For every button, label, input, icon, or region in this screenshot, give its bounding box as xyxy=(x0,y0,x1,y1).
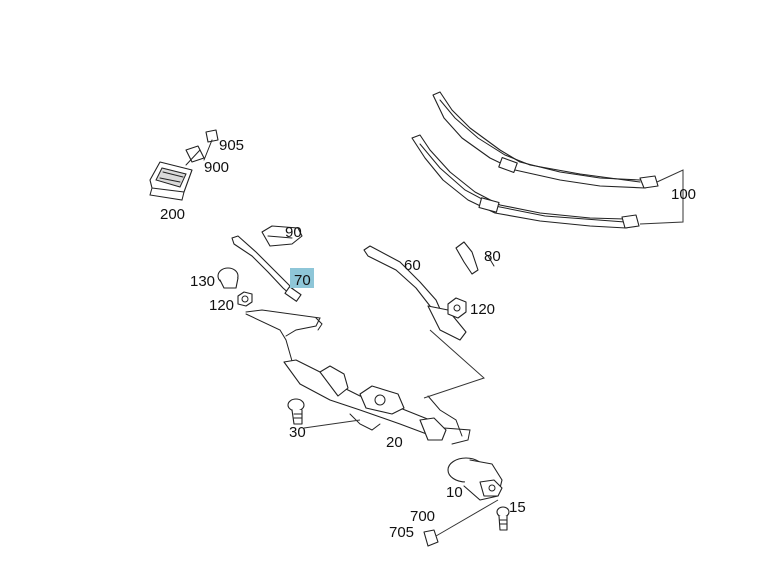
leader-30 xyxy=(303,419,361,429)
control-unit[interactable] xyxy=(149,161,193,201)
label-60: 60 xyxy=(404,257,421,274)
label-10: 10 xyxy=(446,484,463,501)
label-70[interactable]: 70 xyxy=(294,272,311,289)
label-90: 90 xyxy=(285,224,302,241)
bolt-30[interactable] xyxy=(287,398,305,425)
leader-700 xyxy=(435,499,499,537)
nut-120-left[interactable] xyxy=(237,291,253,307)
wiper-blade-lower[interactable] xyxy=(411,134,640,229)
connector-705[interactable] xyxy=(423,529,439,547)
cover-cap-80[interactable] xyxy=(455,241,495,275)
label-130: 130 xyxy=(190,273,215,290)
leader-100 xyxy=(639,169,684,225)
wiper-arm-left[interactable] xyxy=(231,235,302,302)
label-705: 705 xyxy=(389,524,414,541)
label-15: 15 xyxy=(509,499,526,516)
leader-linkage xyxy=(423,329,485,399)
label-100: 100 xyxy=(671,186,696,203)
wiper-motor[interactable] xyxy=(447,457,503,501)
wiper-linkage-frame[interactable] xyxy=(245,309,471,445)
cover-cap-90[interactable] xyxy=(261,225,303,247)
cap-130[interactable] xyxy=(217,267,239,289)
assembly-line-200 xyxy=(185,149,201,166)
label-200: 200 xyxy=(160,206,185,223)
label-80: 80 xyxy=(484,248,501,265)
screw[interactable] xyxy=(203,129,219,161)
mounting-bracket[interactable] xyxy=(185,145,205,163)
label-30: 30 xyxy=(289,424,306,441)
label-120-left: 120 xyxy=(209,297,234,314)
label-905: 905 xyxy=(219,137,244,154)
wiper-arm-right[interactable] xyxy=(363,245,467,341)
highlight-box-70 xyxy=(290,268,314,288)
label-700: 700 xyxy=(410,508,435,525)
nut-120-right[interactable] xyxy=(447,297,467,319)
wiper-blade-upper[interactable] xyxy=(432,91,659,189)
bolt-15[interactable] xyxy=(496,506,510,531)
label-120-right: 120 xyxy=(470,301,495,318)
label-900: 900 xyxy=(204,159,229,176)
label-20: 20 xyxy=(386,434,403,451)
